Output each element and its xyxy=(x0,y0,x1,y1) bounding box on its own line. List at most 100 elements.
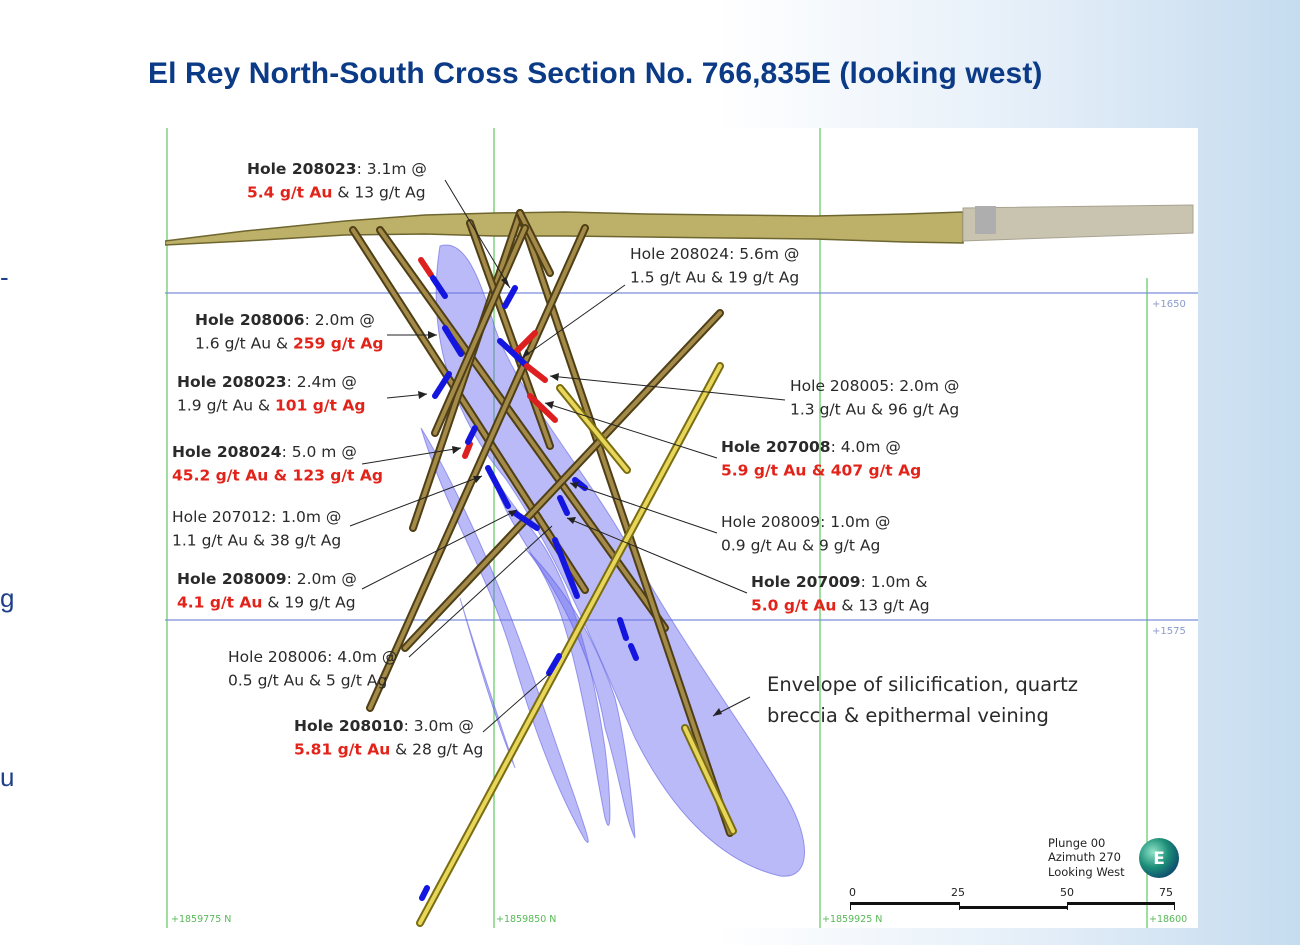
azimuth-label: Azimuth 270 xyxy=(1048,850,1121,864)
callout-text-run: Hole 207008 xyxy=(721,438,831,456)
scale-label: 0 xyxy=(849,886,856,899)
looking-label: Looking West xyxy=(1048,865,1125,879)
intercept-marker xyxy=(442,325,464,357)
cross-section-panel: +1650 +1575 +1859775 N +1859850 N +18599… xyxy=(165,128,1198,928)
intercept-marker xyxy=(628,643,639,661)
drill-hole-core xyxy=(368,226,587,710)
slide-title: El Rey North-South Cross Section No. 766… xyxy=(148,57,1043,90)
callout-text-run: Hole 208006 xyxy=(195,311,305,329)
callout-hole-207009: Hole 207009: 1.0m &5.0 g/t Au & 13 g/t A… xyxy=(751,573,930,615)
intercept-marker xyxy=(430,275,448,299)
callout-text-run: 101 g/t Ag xyxy=(275,397,365,415)
leader-line xyxy=(349,475,483,527)
callout-text-run: 5.81 g/t Au xyxy=(294,741,390,759)
arrowhead xyxy=(522,349,530,358)
intercept-marker xyxy=(462,441,473,459)
callout-hole-208006-b: Hole 208006: 4.0m @0.5 g/t Au & 5 g/t Ag xyxy=(228,648,397,690)
mineralized-intercepts xyxy=(418,257,639,901)
callout-hole-208023-a: Hole 208023: 3.1m @ 5.4 g/t Au & 13 g/t A… xyxy=(247,160,427,202)
callout-text-run: Hole 208009 xyxy=(177,570,287,588)
elevation-grid xyxy=(165,292,1198,621)
leader-line xyxy=(521,284,626,359)
northing-label: +18600 xyxy=(1149,914,1187,925)
callout-text-run: 0.9 g/t Au & 9 g/t Ag xyxy=(721,537,880,555)
callout-text-run: & 19 g/t Ag xyxy=(262,594,355,612)
callout-hole-208009-b: Hole 208009: 2.0m @ 4.1 g/t Au & 19 g/t A… xyxy=(177,570,357,612)
plunge-label: Plunge 00 xyxy=(1048,836,1105,850)
scale-label: 25 xyxy=(951,886,965,899)
callout-hole-207012: Hole 207012: 1.0m @1.1 g/t Au & 38 g/t A… xyxy=(172,508,341,550)
intercept-marker xyxy=(485,465,511,509)
callout-arrowheads xyxy=(418,277,722,716)
arrowhead xyxy=(713,708,722,716)
callout-text-run: 1.6 g/t Au & xyxy=(195,335,293,353)
callout-text-run: 4.1 g/t Au xyxy=(177,594,262,612)
callout-text-run: Hole 207009 xyxy=(751,573,861,591)
scale-label: 75 xyxy=(1159,886,1173,899)
drill-hole-core xyxy=(433,226,527,435)
arrowhead xyxy=(428,331,437,339)
leader-line xyxy=(361,509,518,590)
callout-hole-208006-a: Hole 208006: 2.0m @1.6 g/t Au & 259 g/t … xyxy=(195,311,383,353)
leader-line xyxy=(566,517,748,594)
callout-text-run: Hole 208023 xyxy=(177,373,287,391)
arrowhead xyxy=(452,446,461,454)
callout-text-run: 5.9 g/t Au & 407 g/t Ag xyxy=(721,462,921,480)
callout-text-run: : 2.0m @ xyxy=(287,570,357,588)
envelope-label-line2: breccia & epithermal veining xyxy=(767,704,1049,727)
scale-label: 50 xyxy=(1060,886,1074,899)
callout-text-run: : 4.0m @ xyxy=(831,438,901,456)
callout-text-run: 259 g/t Ag xyxy=(293,335,383,353)
leader-line xyxy=(544,402,718,459)
callout-text-run: Hole 208005: 2.0m @ xyxy=(790,377,959,395)
drill-hole-core xyxy=(683,726,735,833)
drill-hole-core xyxy=(378,228,667,630)
callout-text-run: & 13 g/t Ag xyxy=(332,184,425,202)
drill-hole-core xyxy=(468,221,552,448)
callout-text-run: 45.2 g/t Au & 123 g/t Ag xyxy=(172,467,383,485)
callout-hole-208005: Hole 208005: 2.0m @ 1.3 g/t Au & 96 g/t A… xyxy=(790,377,959,419)
northing-label: +1859775 N xyxy=(171,914,231,925)
leader-line xyxy=(361,447,462,465)
leader-line xyxy=(549,375,786,401)
arrowhead xyxy=(508,510,517,517)
intercept-marker xyxy=(617,617,629,641)
northing-label: +1859925 N xyxy=(822,914,882,925)
callout-leaders xyxy=(349,179,786,733)
callout-text-run: 5.4 g/t Au xyxy=(247,184,332,202)
callout-text-run: : 3.1m @ xyxy=(357,160,427,178)
drill-hole-core xyxy=(558,386,629,472)
callout-text-run: : 3.0m @ xyxy=(404,717,474,735)
elevation-label: +1650 xyxy=(1152,299,1186,310)
drill-hole-core xyxy=(518,211,732,835)
arrowhead xyxy=(567,517,576,524)
intercept-marker xyxy=(546,653,562,676)
compass-letter: E xyxy=(1153,849,1165,869)
intercept-marker xyxy=(465,425,478,445)
intercept-marker xyxy=(572,477,588,491)
arrowhead xyxy=(473,476,482,483)
drill-hole-core xyxy=(351,228,587,592)
callout-text-run: 1.3 g/t Au & 96 g/t Ag xyxy=(790,401,959,419)
intercept-marker xyxy=(497,338,530,369)
intercept-marker xyxy=(432,371,452,399)
callout-text-run: Hole 208024 xyxy=(172,443,282,461)
arrowhead xyxy=(501,277,510,288)
edge-mark: - xyxy=(0,262,9,292)
intercept-marker xyxy=(418,257,434,278)
intercept-marker xyxy=(524,363,548,383)
callout-text-run: 1.1 g/t Au & 38 g/t Ag xyxy=(172,532,341,550)
intercept-marker xyxy=(502,285,518,309)
arrowhead xyxy=(570,482,579,489)
envelope-label-line1: Envelope of silicification, quartz xyxy=(767,673,1078,696)
elevation-label: +1575 xyxy=(1152,626,1186,637)
callout-text-run: & 28 g/t Ag xyxy=(390,741,483,759)
callout-labels: Hole 208023: 3.1m @5.4 g/t Au & 13 g/t A… xyxy=(172,160,959,759)
leader-line xyxy=(569,482,718,534)
callout-text-run: Hole 208023 xyxy=(247,160,357,178)
callout-text-run: Hole 208009: 1.0m @ xyxy=(721,513,890,531)
surface-structure xyxy=(975,206,996,234)
intercept-marker xyxy=(552,537,580,599)
callout-text-run: 5.0 g/t Au xyxy=(751,597,836,615)
leader-line xyxy=(482,672,551,733)
